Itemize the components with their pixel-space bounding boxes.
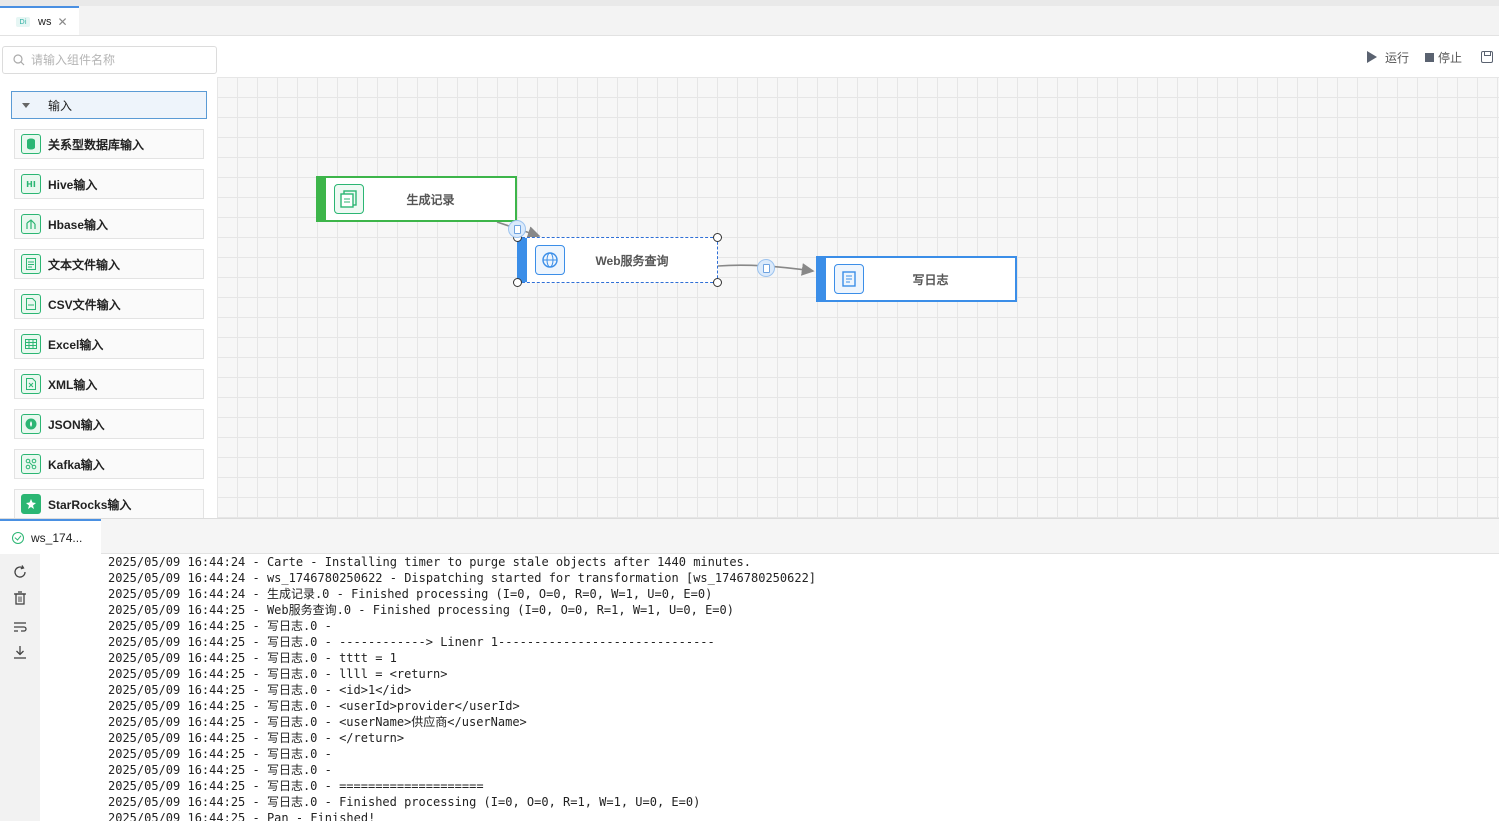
component-label: CSV文件输入 bbox=[48, 297, 121, 312]
play-icon bbox=[1367, 51, 1377, 63]
search-box bbox=[2, 46, 217, 74]
chevron-down-icon bbox=[22, 102, 30, 108]
run-label: 运行 bbox=[1385, 50, 1410, 65]
save-icon bbox=[1481, 51, 1493, 63]
log-line: 2025/05/09 16:44:25 - 写日志.0 - tttt = 1 bbox=[108, 651, 397, 665]
log-lines: 2025/05/09 16:44:24 - Carte - Installing… bbox=[108, 554, 1499, 821]
category-label: 输入 bbox=[48, 98, 73, 113]
xml-icon bbox=[21, 374, 41, 394]
document-tab-bar: Di ws ✕ bbox=[0, 0, 1499, 36]
records-icon bbox=[334, 184, 364, 214]
log-line: 2025/05/09 16:44:25 - 写日志.0 - bbox=[108, 747, 332, 761]
csv-file-icon bbox=[21, 294, 41, 314]
word-wrap-icon[interactable] bbox=[12, 619, 28, 635]
log-line: 2025/05/09 16:44:25 - 写日志.0 - llll = <re… bbox=[108, 667, 448, 681]
hop-copy-icon[interactable] bbox=[757, 259, 775, 277]
log-line: 2025/05/09 16:44:25 - 写日志.0 - <userName>… bbox=[108, 715, 527, 729]
node-generate-records[interactable]: 生成记录 bbox=[316, 176, 517, 222]
log-line: 2025/05/09 16:44:25 - 写日志.0 - </return> bbox=[108, 731, 405, 745]
node-write-log[interactable]: 写日志 bbox=[816, 256, 1017, 302]
component-label: StarRocks输入 bbox=[48, 497, 132, 512]
hbase-icon bbox=[21, 214, 41, 234]
node-web-service-query[interactable]: Web服务查询 bbox=[517, 237, 718, 283]
component-item-hbase[interactable]: Hbase输入 bbox=[14, 209, 204, 239]
log-line: 2025/05/09 16:44:25 - 写日志.0 - ==========… bbox=[108, 779, 484, 793]
log-output: 2025/05/09 16:44:24 - Carte - Installing… bbox=[40, 554, 1499, 821]
execution-tab-bar: ws_174... bbox=[0, 518, 1499, 554]
log-line: 2025/05/09 16:44:24 - Carte - Installing… bbox=[108, 555, 751, 569]
component-sidebar: 输入 关系型数据库输入 HI Hive输入 Hbase输入 文本文件输入 bbox=[0, 37, 217, 518]
close-icon[interactable]: ✕ bbox=[57, 14, 68, 29]
log-icon bbox=[834, 264, 864, 294]
log-line: 2025/05/09 16:44:25 - 写日志.0 - bbox=[108, 619, 332, 633]
component-item-json[interactable]: JSON输入 bbox=[14, 409, 204, 439]
resize-handle-bottom-right[interactable] bbox=[713, 278, 722, 287]
excel-icon bbox=[21, 334, 41, 354]
component-label: Excel输入 bbox=[48, 337, 104, 352]
resize-handle-bottom-left[interactable] bbox=[513, 278, 522, 287]
log-line: 2025/05/09 16:44:25 - 写日志.0 - <id>1</id> bbox=[108, 683, 412, 697]
tab-execution-log[interactable]: ws_174... bbox=[0, 519, 101, 554]
flow-canvas[interactable]: 生成记录 Web服务查询 写日志 bbox=[217, 77, 1499, 518]
log-line: 2025/05/09 16:44:25 - Web服务查询.0 - Finish… bbox=[108, 603, 734, 617]
component-item-csv-file[interactable]: CSV文件输入 bbox=[14, 289, 204, 319]
component-item-hive[interactable]: HI Hive输入 bbox=[14, 169, 204, 199]
web-service-icon bbox=[535, 245, 565, 275]
log-line: 2025/05/09 16:44:25 - 写日志.0 - ----------… bbox=[108, 635, 715, 649]
log-line: 2025/05/09 16:44:25 - 写日志.0 - bbox=[108, 763, 332, 777]
stop-icon bbox=[1425, 52, 1434, 62]
stop-label: 停止 bbox=[1438, 50, 1463, 65]
text-file-icon bbox=[21, 254, 41, 274]
node-label: 生成记录 bbox=[406, 192, 455, 207]
hive-icon: HI bbox=[21, 174, 41, 194]
log-line: 2025/05/09 16:44:24 - ws_1746780250622 -… bbox=[108, 571, 817, 585]
component-label: XML输入 bbox=[48, 377, 98, 392]
component-item-text-file[interactable]: 文本文件输入 bbox=[14, 249, 204, 279]
kafka-icon bbox=[21, 454, 41, 474]
stop-button[interactable]: 停止 bbox=[1425, 49, 1462, 65]
download-icon[interactable] bbox=[12, 644, 28, 660]
component-label: JSON输入 bbox=[48, 417, 105, 432]
hop-copy-icon[interactable] bbox=[508, 220, 526, 238]
component-item-relational-db[interactable]: 关系型数据库输入 bbox=[14, 129, 204, 159]
log-line: 2025/05/09 16:44:25 - Pan - Finished! bbox=[108, 811, 376, 821]
component-item-starrocks[interactable]: StarRocks输入 bbox=[14, 489, 204, 518]
execution-tab-label: ws_174... bbox=[31, 530, 83, 545]
category-input-header[interactable]: 输入 bbox=[11, 91, 207, 119]
tab-ws[interactable]: Di ws ✕ bbox=[0, 6, 79, 35]
log-line: 2025/05/09 16:44:25 - 写日志.0 - <userId>pr… bbox=[108, 699, 520, 713]
resize-handle-top-right[interactable] bbox=[713, 233, 722, 242]
component-item-excel[interactable]: Excel输入 bbox=[14, 329, 204, 359]
starrocks-icon bbox=[21, 494, 41, 514]
component-label: Kafka输入 bbox=[48, 457, 105, 472]
node-label: 写日志 bbox=[912, 272, 949, 287]
component-label: 文本文件输入 bbox=[48, 257, 121, 272]
node-label: Web服务查询 bbox=[595, 253, 669, 268]
search-input[interactable] bbox=[31, 53, 201, 67]
component-label: 关系型数据库输入 bbox=[48, 137, 145, 152]
trash-icon[interactable] bbox=[12, 590, 28, 606]
log-line: 2025/05/09 16:44:25 - 写日志.0 - Finished p… bbox=[108, 795, 701, 809]
database-icon bbox=[21, 134, 41, 154]
run-button[interactable]: 运行 bbox=[1367, 49, 1409, 65]
toolbar: 运行 停止 bbox=[217, 37, 1499, 77]
log-line: 2025/05/09 16:44:24 - 生成记录.0 - Finished … bbox=[108, 587, 713, 601]
transformation-icon: Di bbox=[16, 16, 30, 27]
log-actions-rail bbox=[0, 554, 40, 821]
component-item-xml[interactable]: XML输入 bbox=[14, 369, 204, 399]
tab-label: ws bbox=[38, 15, 52, 28]
component-label: Hive输入 bbox=[48, 177, 98, 192]
component-label: Hbase输入 bbox=[48, 217, 109, 232]
json-icon bbox=[21, 414, 41, 434]
component-item-kafka[interactable]: Kafka输入 bbox=[14, 449, 204, 479]
save-button[interactable] bbox=[1481, 49, 1493, 65]
success-check-icon bbox=[12, 531, 24, 544]
search-icon bbox=[13, 54, 25, 66]
refresh-icon[interactable] bbox=[12, 564, 28, 580]
